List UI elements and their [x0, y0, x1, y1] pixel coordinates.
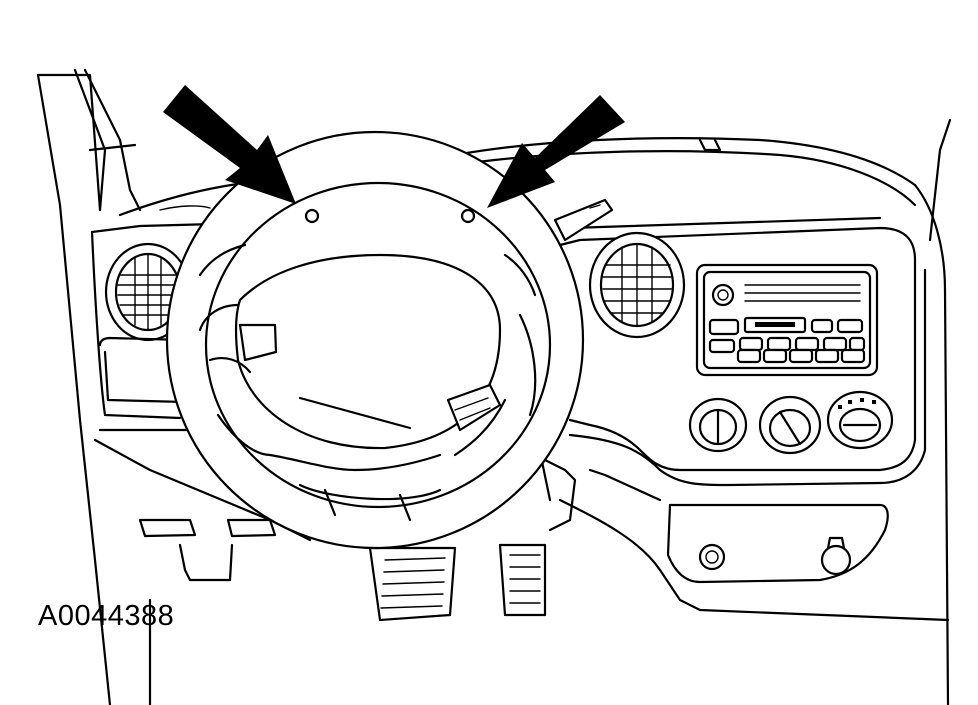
pedals — [368, 443, 577, 622]
climate-controls — [688, 390, 894, 455]
figure-id-label: A0044388 — [38, 600, 175, 632]
radio-unit — [695, 263, 879, 377]
dash-panel — [90, 216, 927, 487]
lower-left-panel — [93, 438, 312, 705]
steering-wheel — [165, 130, 585, 550]
dashboard-top — [118, 118, 952, 705]
a-pillar — [36, 68, 142, 705]
center-air-vent — [588, 231, 686, 339]
arrow-pointing-to-right-screw-icon — [487, 95, 625, 208]
lower-console — [558, 468, 950, 622]
wiper-stalk — [553, 198, 614, 242]
arrow-pointing-to-left-screw-icon — [163, 85, 296, 204]
